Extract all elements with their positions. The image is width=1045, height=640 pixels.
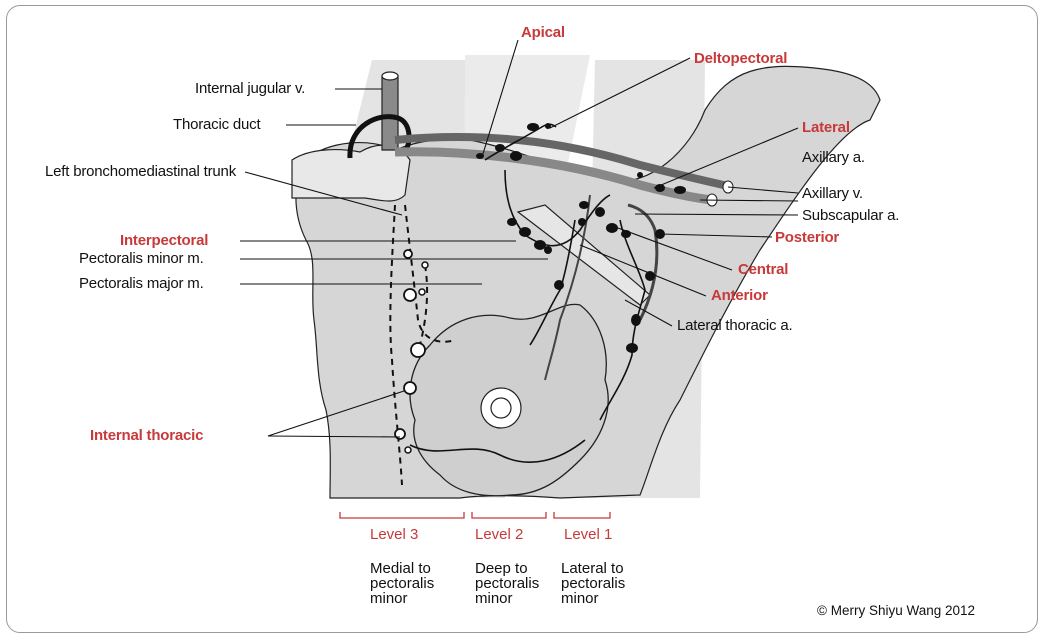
internal-thoracic-node xyxy=(405,447,411,453)
internal-thoracic-node xyxy=(419,289,425,295)
label-anterior: Anterior xyxy=(711,288,768,304)
level3-description: Medial to pectoralis minor xyxy=(370,561,460,606)
level2-label: Level 2 xyxy=(475,526,523,543)
label-internal-thoracic: Internal thoracic xyxy=(90,428,203,444)
label-deltopectoral: Deltopectoral xyxy=(694,51,787,67)
label-interpectoral: Interpectoral xyxy=(120,233,208,249)
level1-description: Lateral to pectoralis minor xyxy=(561,561,646,606)
internal-thoracic-node xyxy=(411,343,425,357)
label-lateral: Lateral xyxy=(802,120,850,136)
internal-thoracic-node xyxy=(404,382,416,394)
level-brackets xyxy=(340,512,610,518)
level2-description: Deep to pectoralis minor xyxy=(475,561,560,606)
label-posterior: Posterior xyxy=(775,230,839,246)
jugular-vein-top xyxy=(382,72,398,80)
label-internal-jugular: Internal jugular v. xyxy=(195,81,305,97)
label-axillary-vein: Axillary v. xyxy=(802,186,863,202)
level3-label: Level 3 xyxy=(370,526,418,543)
label-subscapular-artery: Subscapular a. xyxy=(802,208,899,224)
nipple-areola xyxy=(481,388,521,428)
label-lateral-thoracic: Lateral thoracic a. xyxy=(677,318,792,334)
internal-thoracic-node xyxy=(422,262,428,268)
label-thoracic-duct: Thoracic duct xyxy=(173,117,260,133)
label-apical: Apical xyxy=(521,25,565,41)
label-axillary-artery: Axillary a. xyxy=(802,150,865,166)
label-left-bronchomediastinal: Left bronchomediastinal trunk xyxy=(40,164,236,180)
internal-thoracic-node xyxy=(404,250,412,258)
label-pectoralis-major: Pectoralis major m. xyxy=(79,276,204,292)
copyright-notice: © Merry Shiyu Wang 2012 xyxy=(817,603,975,618)
label-pectoralis-minor: Pectoralis minor m. xyxy=(79,251,204,267)
internal-thoracic-node xyxy=(404,289,416,301)
label-central: Central xyxy=(738,262,788,278)
level1-label: Level 1 xyxy=(564,526,612,543)
